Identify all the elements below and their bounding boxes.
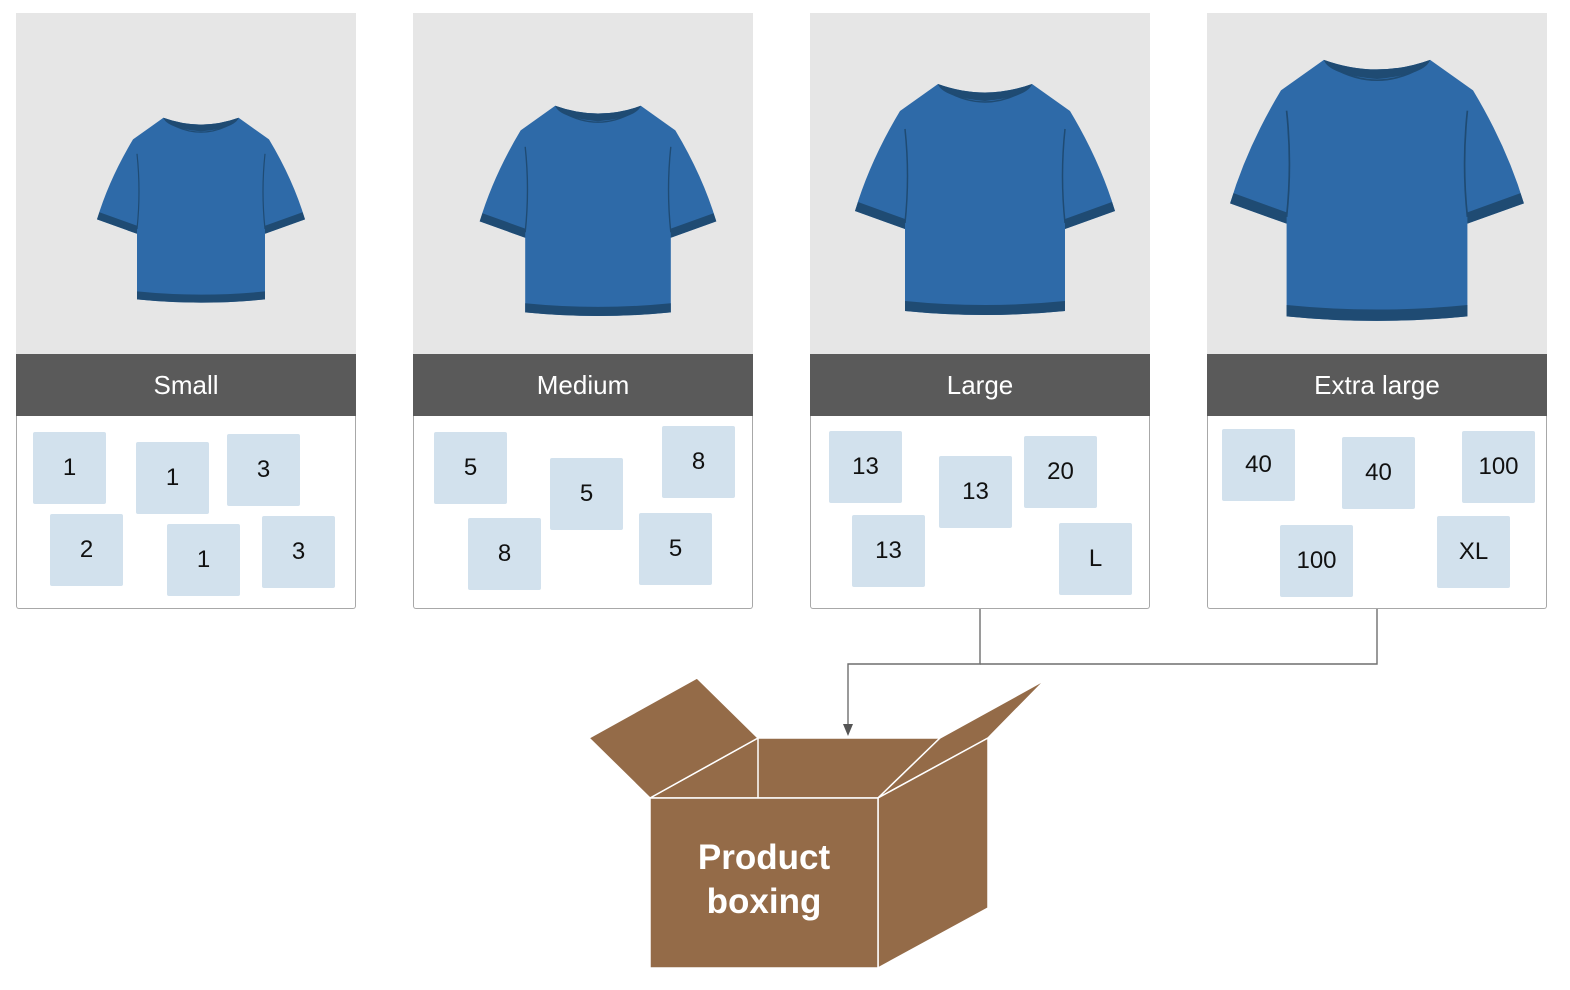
tshirt-medium-icon [479,105,717,317]
connector-extra-large [980,609,1378,665]
box-label-line2: boxing [706,882,822,921]
tile: 100 [1462,431,1535,503]
shirt-photo-large [810,13,1150,354]
tile-group-extra-large: 40 40 100 100 XL [1207,416,1547,609]
tile: 1 [136,442,209,514]
tile: 1 [33,432,106,504]
size-label-medium: Medium [413,354,753,416]
box-label-line1: Product [697,838,831,877]
size-label-large: Large [810,354,1150,416]
tile: 20 [1024,436,1097,508]
tshirt-extra-large-icon [1230,59,1524,321]
tile: XL [1437,516,1510,588]
tile: 3 [227,434,300,506]
tile: 13 [939,456,1012,528]
tile: 5 [550,458,623,530]
shirt-photo-extra-large [1207,13,1547,354]
tile: 5 [434,432,507,504]
size-card-small: Small 1 1 3 2 1 3 [16,13,356,609]
tile: 8 [662,426,735,498]
connector-large [847,609,981,730]
tile-group-medium: 5 5 8 8 5 [413,416,753,609]
tile: 2 [50,514,123,586]
tile: 100 [1280,525,1353,597]
tile-group-small: 1 1 3 2 1 3 [16,416,356,609]
size-card-medium: Medium 5 5 8 8 5 [413,13,753,609]
shirt-photo-small [16,13,356,354]
size-card-extra-large: Extra large 40 40 100 100 XL [1207,13,1547,609]
shirt-photo-medium [413,13,753,354]
tile: 5 [639,513,712,585]
size-label-small: Small [16,354,356,416]
tshirt-large-icon [855,84,1115,315]
tile-group-large: 13 13 20 13 L [810,416,1150,609]
size-card-large: Large 13 13 20 13 L [810,13,1150,609]
tile: 8 [468,518,541,590]
tile: 13 [852,515,925,587]
tile: 3 [262,516,335,588]
arrow-head-icon [843,724,853,736]
size-label-extra-large: Extra large [1207,354,1547,416]
tile: 40 [1222,429,1295,501]
tshirt-small-icon [97,117,305,303]
tile: 40 [1342,437,1415,509]
tile: 13 [829,431,902,503]
tile: 1 [167,524,240,596]
box-label: Product boxing [649,836,879,924]
tile: L [1059,523,1132,595]
